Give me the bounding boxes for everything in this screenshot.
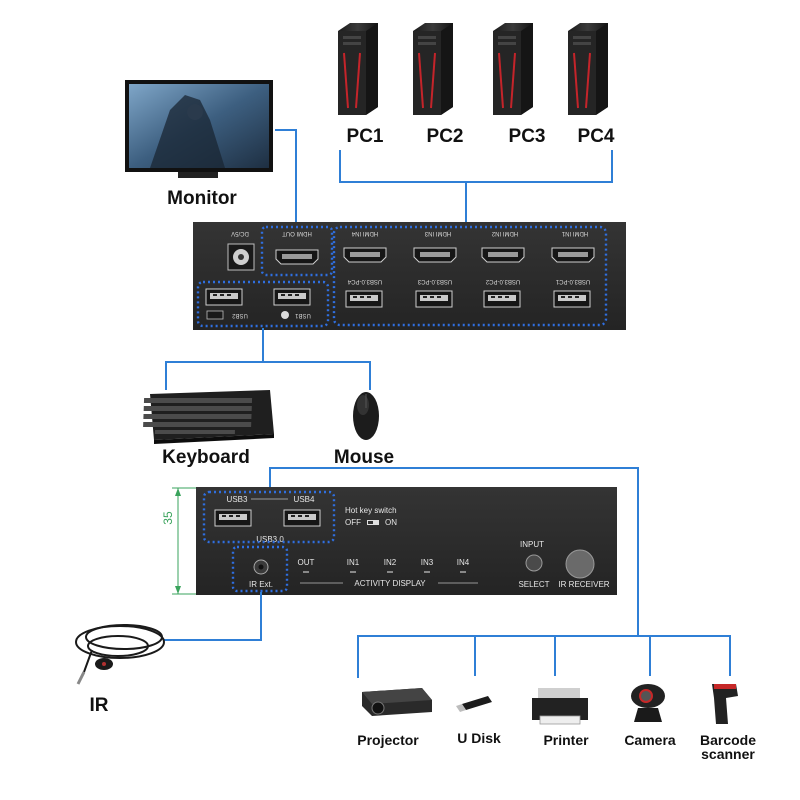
monitor-wire (275, 129, 297, 230)
camera-label: Camera (624, 732, 676, 748)
hotkey-label: Hot key switch (345, 506, 397, 515)
ir-receiver-icon (565, 549, 595, 579)
hotkey-off-label: OFF (345, 518, 361, 527)
mouse-label: Mouse (334, 447, 394, 468)
hdmi-in1-port (551, 247, 595, 263)
ir-label: IR (90, 695, 109, 716)
usb4-label: USB4 (294, 495, 315, 504)
usb-pc3-port (415, 290, 453, 308)
in4-label: IN4 (457, 558, 470, 567)
printer-image (532, 688, 588, 725)
pc2-label: PC2 (427, 126, 464, 147)
in2-led-icon (387, 571, 393, 573)
in1-label: IN1 (347, 558, 360, 567)
hdmi-in4-label: HDMI IN4 (351, 230, 378, 236)
usb4-port (283, 509, 321, 527)
rear-panel: DC/5V HDMI OUT HDMI IN4 HDMI IN3 HDMI IN… (193, 222, 626, 330)
usb1-port (273, 288, 311, 306)
barcode-label-line2: scanner (701, 746, 755, 762)
pc-bus-wire (339, 150, 613, 183)
hdmi-in3-port (413, 247, 457, 263)
hdmi-out-port (275, 249, 319, 265)
in4-led-icon (460, 571, 466, 573)
camera-image (631, 684, 665, 722)
printer-label: Printer (543, 732, 589, 748)
usb2-port (205, 288, 243, 306)
usb-pc1-label: USB3.0-PC1 (555, 278, 590, 284)
usb30-label: USB3.0 (256, 535, 284, 544)
usb3-label: USB3 (227, 495, 248, 504)
pc3-label: PC3 (509, 126, 546, 147)
keyboard-label: Keyboard (162, 447, 250, 468)
in3-label: IN3 (421, 558, 434, 567)
usb2-label: USB2 (232, 312, 248, 318)
monitor-image (125, 80, 273, 178)
km-branch-wire (165, 361, 371, 390)
pc3-image (492, 22, 534, 116)
ir-wire (164, 592, 262, 641)
pc4-label: PC4 (578, 126, 615, 147)
pc1-image (337, 22, 379, 116)
ir-cable-image (75, 624, 165, 685)
udisk-image (456, 696, 492, 712)
keyboard-image (143, 390, 274, 444)
usb-pc4-label: USB3.0-PC4 (347, 278, 382, 284)
usb-pc2-label: USB3.0-PC2 (485, 278, 520, 284)
select-label: SELECT (518, 580, 549, 589)
barcode-scanner-image (712, 684, 738, 724)
front-usb-wire (269, 467, 639, 636)
udisk-label: U Disk (457, 730, 501, 746)
usb-symbol-icon (206, 310, 224, 320)
in1-led-icon (350, 571, 356, 573)
usb-pc4-port (345, 290, 383, 308)
front-panel: USB3 USB4 USB3.0 Hot key switch OFF ON I… (196, 487, 617, 595)
dimension-label: 35 (161, 511, 175, 525)
usb3-port (214, 509, 252, 527)
pc1-label: PC1 (347, 126, 384, 147)
in3-led-icon (424, 571, 430, 573)
in2-label: IN2 (384, 558, 397, 567)
out-label: OUT (298, 558, 315, 567)
hotkey-on-label: ON (385, 518, 397, 527)
monitor-label: Monitor (167, 188, 237, 209)
pc4-image (567, 22, 609, 116)
height-dimension: 35 (161, 487, 200, 595)
hdmi-in2-label: HDMI IN2 (491, 230, 518, 236)
mouse-image (353, 392, 379, 440)
mouse-port-icon (281, 311, 289, 319)
usb-pc1-port (553, 290, 591, 308)
device-bus-wire (357, 635, 731, 678)
usb-pc3-label: USB3.0-PC3 (417, 278, 452, 284)
out-led-icon (303, 571, 309, 573)
ir-ext-label: IR Ext. (249, 580, 273, 589)
hdmi-in4-port (343, 247, 387, 263)
hdmi-in2-port (481, 247, 525, 263)
ir-receiver-label: IR RECEIVER (558, 580, 609, 589)
select-button[interactable] (525, 554, 543, 572)
projector-label: Projector (357, 732, 419, 748)
projector-image (362, 688, 432, 716)
pc2-image (412, 22, 454, 116)
hdmi-in1-label: HDMI IN1 (561, 230, 588, 236)
input-label: INPUT (520, 540, 544, 549)
hdmi-in3-label: HDMI IN3 (424, 230, 451, 236)
barcode-label-line1: Barcode (700, 732, 756, 748)
activity-display-label: ACTIVITY DISPLAY (354, 579, 426, 588)
hdmi-out-label: HDMI OUT (282, 230, 312, 236)
usb1-label: USB1 (295, 312, 311, 318)
usb-pc2-port (483, 290, 521, 308)
dc-label: DC/5V (231, 230, 249, 236)
